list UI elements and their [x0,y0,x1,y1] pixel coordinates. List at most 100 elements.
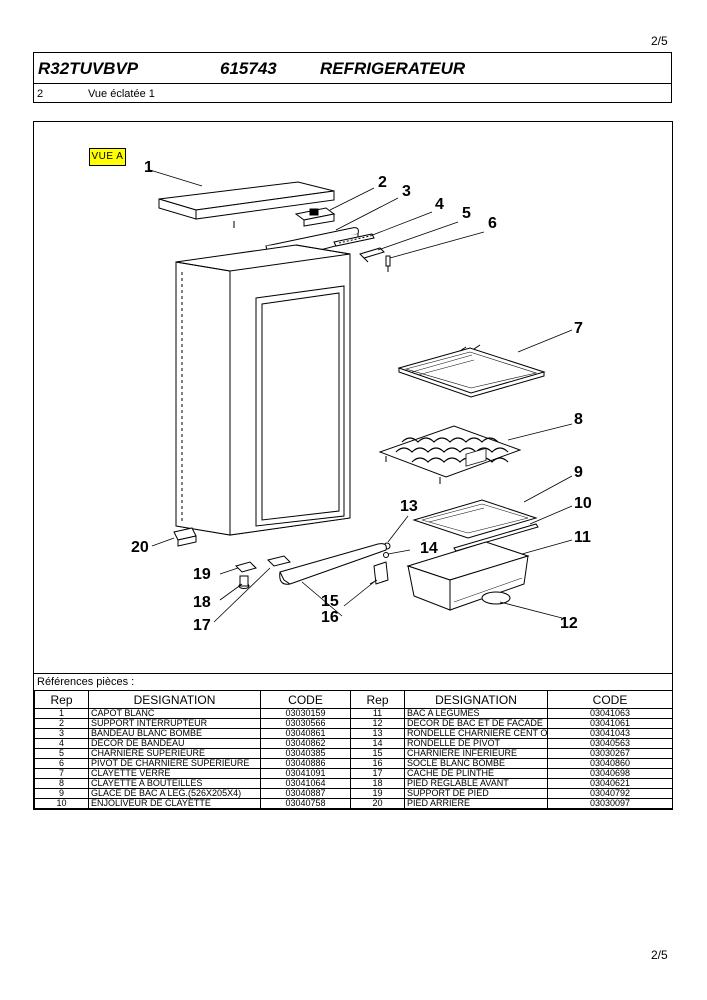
callout-12: 12 [560,615,578,632]
section-number: 2 [37,88,44,100]
section-title: Vue éclatée 1 [88,88,155,100]
page-number-top: 2/5 [651,34,668,48]
column-header: DESIGNATION [88,690,261,709]
row-rep: 6 [34,758,89,769]
row-code: 03030097 [547,798,673,809]
part-rondelle-pivot [383,552,389,558]
row-rep: 5 [34,748,89,759]
row-rep: 12 [350,718,405,729]
row-code: 03030159 [260,708,351,719]
row-rep: 14 [350,738,405,749]
column-header: Rep [34,690,89,709]
row-designation: CACHE DE PLINTHE [404,768,548,779]
row-code: 03041061 [547,718,673,729]
row-rep: 2 [34,718,89,729]
callout-6: 6 [488,215,497,232]
callout-8: 8 [574,411,583,428]
row-rep: 4 [34,738,89,749]
exploded-view-diagram: VUE A 1 2 3 4 5 6 7 8 9 10 11 12 13 14 1… [33,121,673,674]
row-code: 03041064 [260,778,351,789]
row-designation: BAC A LEGUMES [404,708,548,719]
row-code: 03040792 [547,788,673,799]
part-socle [279,543,387,585]
callout-20: 20 [131,539,149,556]
column-header: CODE [547,690,673,709]
callout-1: 1 [144,159,153,176]
column-header: DESIGNATION [404,690,548,709]
row-code: 03041043 [547,728,673,739]
row-rep: 3 [34,728,89,739]
header-box: R32TUVBVP 615743 REFRIGERATEUR 2 Vue écl… [33,52,672,103]
row-designation: DECOR DE BANDEAU [88,738,261,749]
product-name: REFRIGERATEUR [320,59,466,78]
row-rep: 18 [350,778,405,789]
view-label: VUE A [89,148,126,166]
row-designation: CHARNIERE INFERIEURE [404,748,548,759]
part-support-pied [235,561,257,573]
row-designation: RONDELLE CHARNIERE CENT OU IN [404,728,548,739]
callout-13: 13 [400,498,418,515]
row-rep: 17 [350,768,405,779]
row-designation: SUPPORT INTERRUPTEUR [88,718,261,729]
part-bac-legumes [406,447,530,611]
row-designation: SUPPORT DE PIED [404,788,548,799]
row-designation: BANDEAU BLANC BOMBE [88,728,261,739]
callout-3: 3 [402,183,411,200]
row-code: 03040385 [260,748,351,759]
parts-table: Rep DESIGNATION CODE Rep DESIGNATION COD… [34,690,673,809]
part-decor-bandeau [333,233,375,247]
row-code: 03040563 [547,738,673,749]
callout-18: 18 [193,594,211,611]
part-charniere-inferieure [369,561,389,585]
row-designation: PIVOT DE CHARNIERE SUPERIEURE [88,758,261,769]
header-title-row: R32TUVBVP 615743 REFRIGERATEUR [34,53,671,84]
callout-16: 16 [321,609,339,626]
references-title: Références pièces : [37,676,135,688]
row-rep: 7 [34,768,89,779]
parts-reference-section: Références pièces : Rep DESIGNATION CODE… [33,674,673,810]
part-glace-bac [412,499,538,539]
row-designation: DECOR DE BAC ET DE FACADE [404,718,548,729]
callout-9: 9 [574,464,583,481]
product-code: 615743 [220,59,277,78]
row-code: 03040886 [260,758,351,769]
part-support-interrupteur [294,207,336,227]
row-rep: 10 [34,798,89,809]
column-header: CODE [260,690,351,709]
callout-2: 2 [378,174,387,191]
part-pied-arriere [173,527,197,547]
row-designation: ENJOLIVEUR DE CLAYETTE [88,798,261,809]
row-code: 03041091 [260,768,351,779]
row-rep: 13 [350,728,405,739]
column-header: Rep [350,690,405,709]
row-designation: CLAYETTE VERRE [88,768,261,779]
row-code: 03040860 [547,758,673,769]
row-code: 03040621 [547,778,673,789]
model-number: R32TUVBVP [38,59,139,78]
callout-7: 7 [574,320,583,337]
callout-4: 4 [435,196,444,213]
row-rep: 15 [350,748,405,759]
part-decor-bac [481,591,511,605]
row-rep: 1 [34,708,89,719]
row-designation: SOCLE BLANC BOMBE [404,758,548,769]
row-designation: GLACE DE BAC A LEG.(526X205X4) [88,788,261,799]
row-designation: CAPOT BLANC [88,708,261,719]
callout-11: 11 [574,529,591,546]
row-rep: 11 [350,708,405,719]
callout-15: 15 [321,593,339,610]
part-pivot [385,255,391,272]
row-code: 03040758 [260,798,351,809]
callout-5: 5 [462,205,471,222]
callout-17: 17 [193,617,211,634]
row-code: 03030267 [547,748,673,759]
callout-14: 14 [420,540,438,557]
